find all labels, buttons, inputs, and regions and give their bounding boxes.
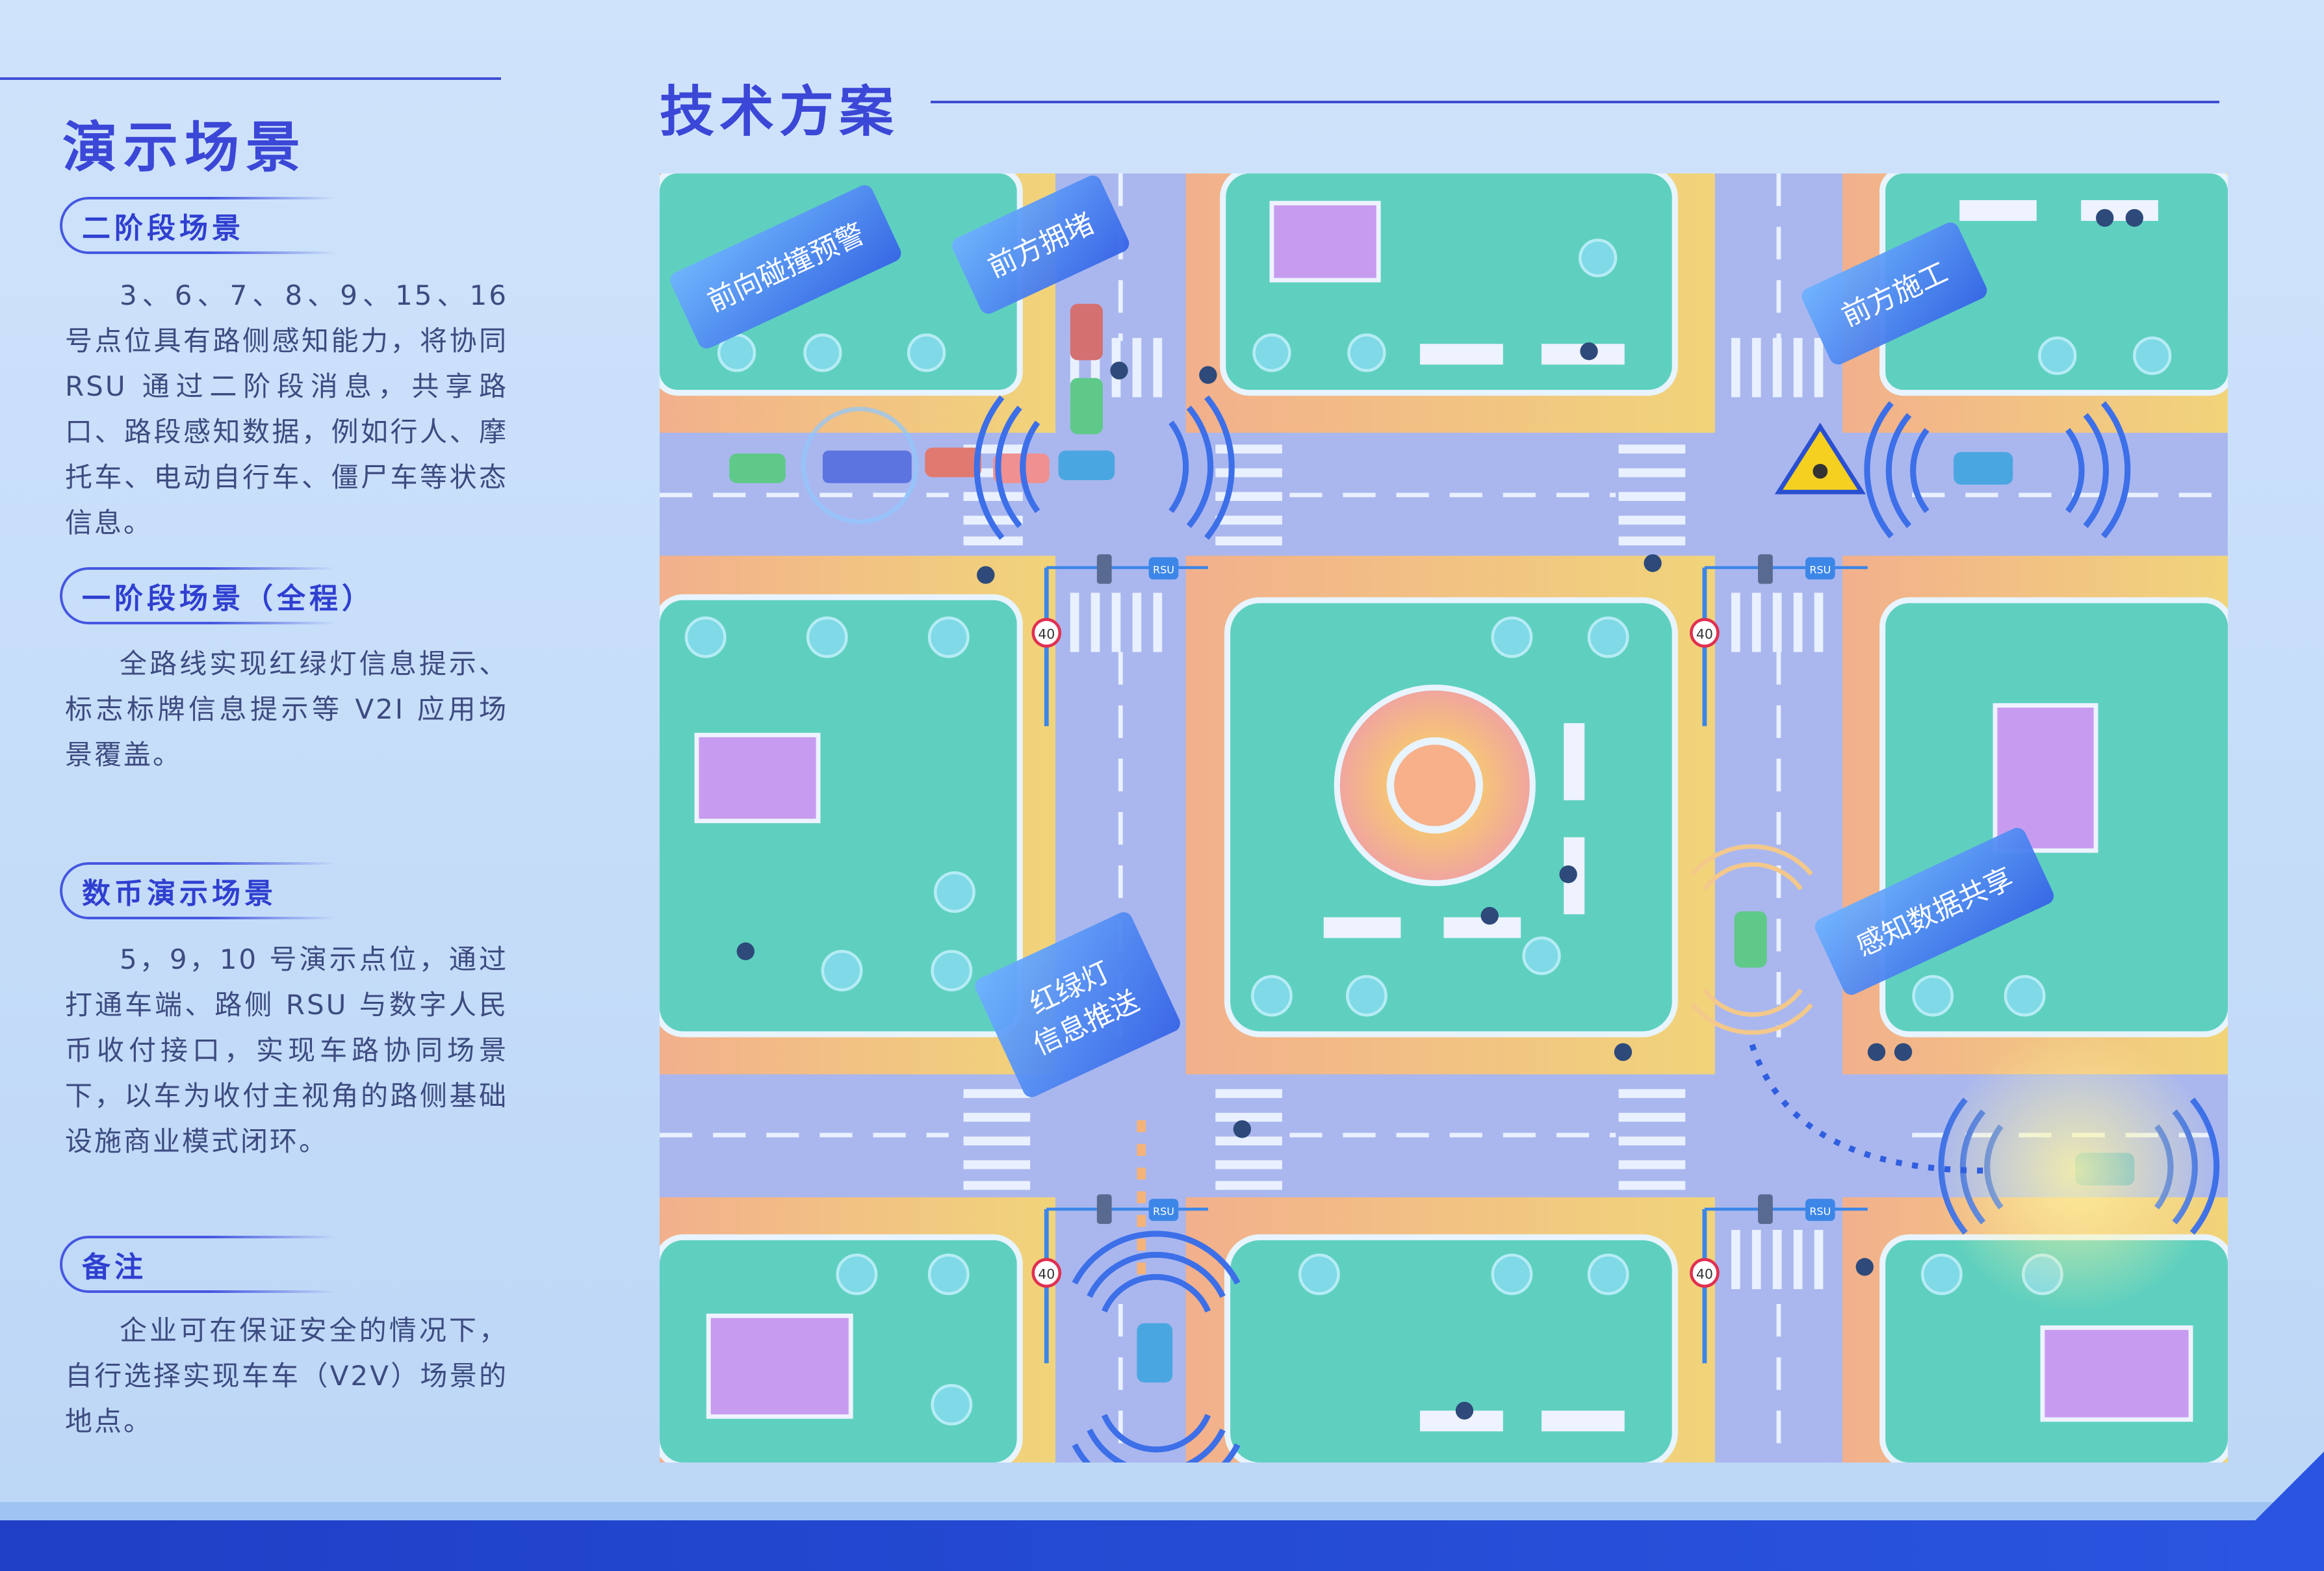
speed-limit-sign: 40 [1038, 1266, 1055, 1282]
sign-construction: 前方施工 [1801, 222, 1987, 364]
crosswalks [963, 338, 1824, 1290]
footer-corner-accent [2227, 1429, 2324, 1571]
section-body-phase1: 全路线实现红绿灯信息提示、标志标牌信息提示等 V2I 应用场景覆盖。 [65, 648, 508, 771]
section-body-notes: 企业可在保证安全的情况下，自行选择实现车车（V2V）场景的地点。 [65, 1314, 508, 1437]
intersection-map: RSU RSU RSU RSU 40 40 40 40 前向碰撞预警 前方拥堵 … [660, 173, 2228, 1462]
rsu-label: RSU [1809, 1205, 1831, 1218]
construction-warning-icon [1774, 422, 1866, 494]
rsu-label: RSU [1809, 564, 1831, 576]
section-heading-phase2: 二阶段场景 [60, 197, 244, 254]
pedestrian-icons [736, 209, 2143, 1420]
rsu-label: RSU [1153, 564, 1174, 576]
section-heading-notes: 备注 [60, 1236, 147, 1293]
page-title: 演示场景 [62, 116, 307, 179]
top-left-divider [0, 77, 501, 80]
roundabout [1334, 684, 1536, 886]
section-heading-phase1: 一阶段场景（全程） [60, 567, 374, 624]
speed-limit-sign: 40 [1696, 1266, 1713, 1282]
sign-congestion: 前方拥堵 [951, 175, 1130, 314]
data-link-dotted [1749, 1043, 1987, 1174]
speed-limit-signs: 40 40 40 40 [1031, 618, 1720, 1288]
lane-markings [660, 173, 2228, 1462]
sign-traffic-light-push: 红绿灯 信息推送 [975, 912, 1180, 1097]
tech-plan-title: 技术方案 [660, 80, 899, 144]
section-body-digital-currency: 5，9，10 号演示点位，通过打通车端、路侧 RSU 与数字人民币收付接口，实现… [65, 943, 508, 1157]
footer-band [0, 1520, 2324, 1571]
section-heading-digital-currency: 数币演示场景 [60, 862, 277, 919]
footer-band-light [0, 1502, 2324, 1522]
section-body-phase2: 3、6、7、8、9、15、16 号点位具有路侧感知能力，将协同 RSU 通过二阶… [65, 279, 508, 539]
highlight-glow [1934, 1030, 2216, 1312]
building-icons [694, 201, 2193, 1422]
speed-limit-sign: 40 [1038, 626, 1055, 642]
speed-limit-sign: 40 [1696, 626, 1713, 642]
tree-icons [684, 238, 2172, 1425]
rsu-unit-2: RSU [1702, 554, 1868, 726]
title-divider [931, 101, 2219, 103]
rsu-label: RSU [1153, 1205, 1174, 1218]
sensing-waves [1691, 844, 1813, 1035]
